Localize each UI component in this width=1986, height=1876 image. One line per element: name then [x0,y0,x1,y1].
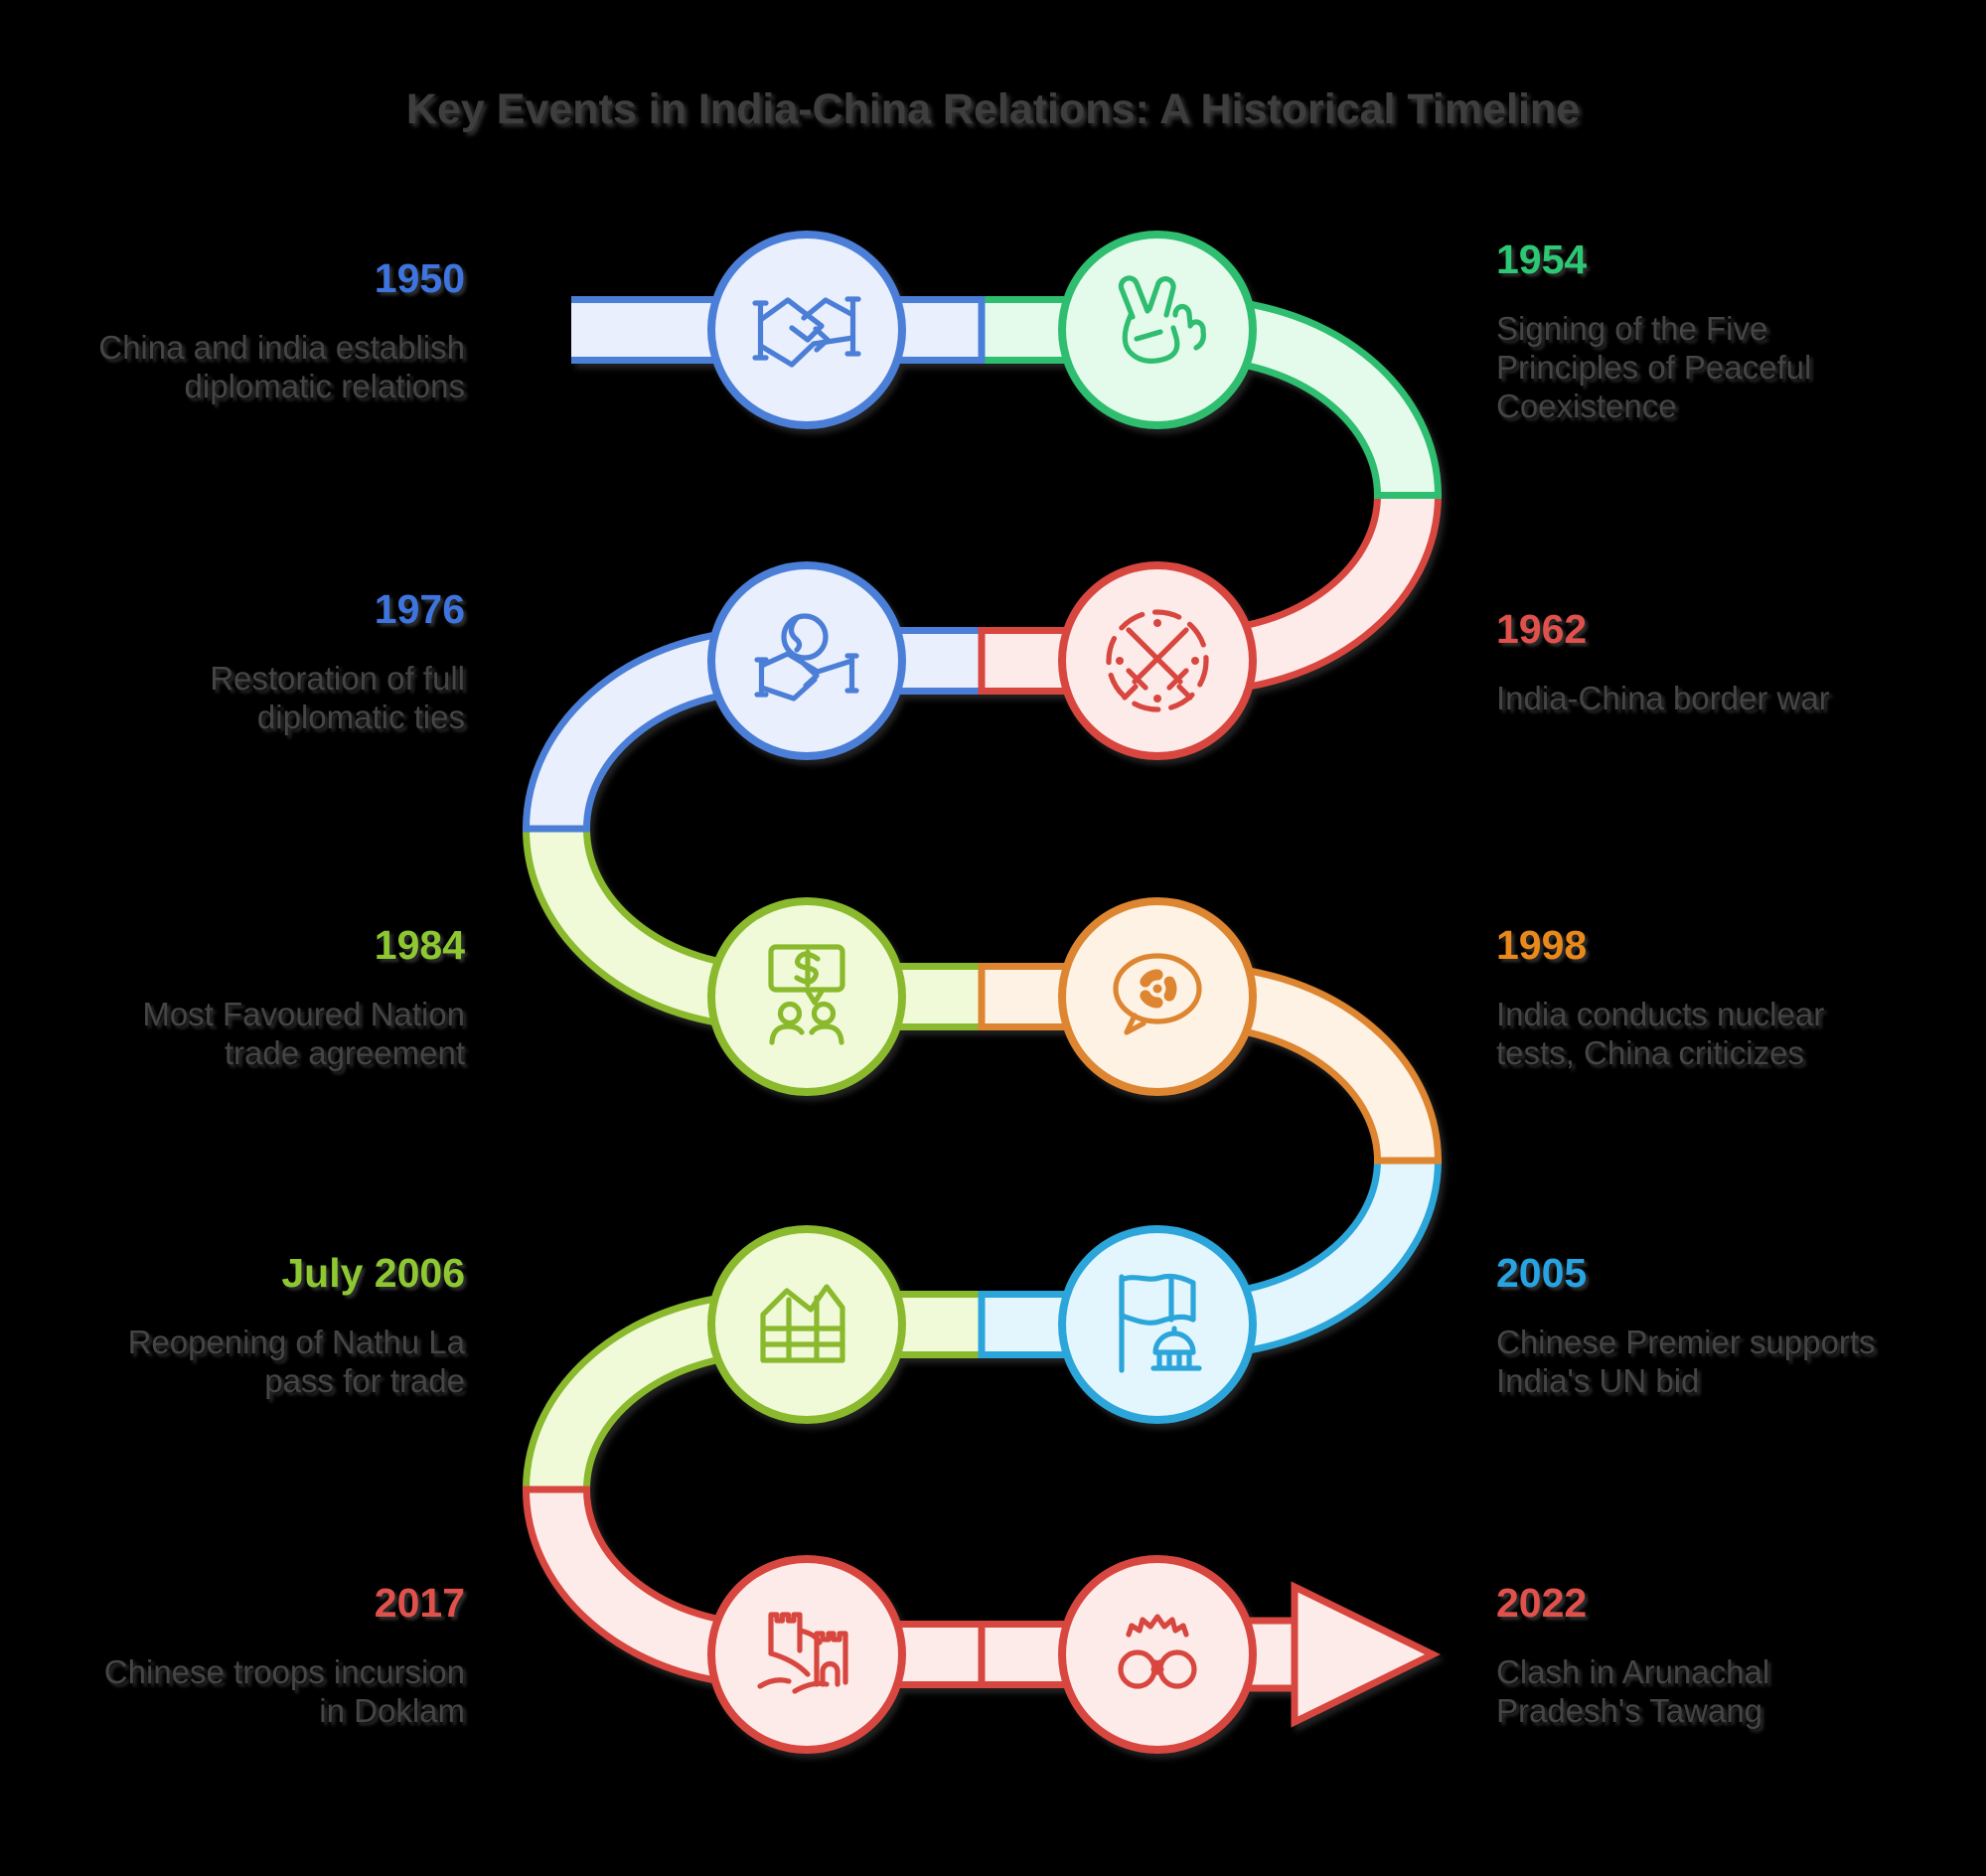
page-title: Key Events in India-China Relations: A H… [405,85,1581,133]
event-description: Signing of the Five Principles of Peacef… [1496,309,1811,425]
event-year: 1954 [1496,235,1588,282]
event-year: 2017 [374,1580,465,1626]
desc-line: China and india establish [98,329,465,366]
event-year: 1998 [1496,922,1588,968]
event-year: 2005 [1496,1250,1588,1296]
desc-line: India conducts nuclear [1496,996,1825,1032]
desc-line: Coexistence [1496,387,1677,424]
event-description: Most Favoured Nation trade agreement [142,995,465,1072]
desc-line: Reopening of Nathu La [127,1324,465,1360]
desc-line: Clash in Arunachal [1496,1653,1770,1690]
desc-line: Chinese troops incursion [103,1653,465,1690]
event-nodes [707,231,1257,1754]
globe-handshake-icon [754,613,859,702]
event-2006: July 2006 Reopening of Nathu La pass for… [38,1213,465,1437]
event-description: Clash in Arunachal Pradesh's Tawang [1496,1652,1769,1730]
timeline-path [523,296,1442,1728]
event-1998: 1998 India conducts nuclear tests, China… [1496,885,1948,1109]
node-1954 [1058,231,1257,429]
node-2017 [707,1555,906,1754]
node-2006 [707,1225,906,1424]
node-1976 [707,561,906,760]
event-year: 1976 [374,586,465,632]
victory-hand-icon [1118,275,1206,364]
event-2022: 2022 Clash in Arunachal Pradesh's Tawang [1496,1543,1948,1767]
event-description: China and india establish diplomatic rel… [98,328,465,405]
desc-line: in Doklam [319,1692,465,1729]
event-2017: 2017 Chinese troops incursion in Doklam [38,1543,465,1767]
event-year: July 2006 [281,1250,465,1296]
event-description: Chinese Premier supports India's UN bid [1496,1323,1876,1400]
event-1984: 1984 Most Favoured Nation trade agreemen… [38,885,465,1109]
node-1962 [1058,561,1257,760]
event-1962: 1962 India-China border war [1496,549,1948,773]
node-2005 [1058,1225,1257,1424]
trade-chart-icon [760,1284,845,1363]
money-talk-icon [768,944,845,1045]
desc-line: pass for trade [264,1362,465,1399]
desc-line: India's UN bid [1496,1362,1700,1399]
desc-line: trade agreement [224,1034,465,1071]
desc-line: diplomatic relations [184,368,465,404]
event-description: India conducts nuclear tests, China crit… [1496,995,1824,1072]
handshake-icon [752,296,861,368]
great-wall-icon [757,1612,848,1694]
event-year: 1984 [374,922,465,968]
event-description: Reopening of Nathu La pass for trade [128,1323,465,1400]
node-2022 [1058,1555,1257,1754]
crossed-swords-icon [1106,609,1209,712]
node-1950 [707,231,906,429]
nuclear-speech-icon [1113,953,1202,1035]
desc-line: Chinese Premier supports [1496,1324,1876,1360]
event-year: 2022 [1496,1580,1588,1626]
flag-building-icon [1119,1273,1202,1373]
event-description: Chinese troops incursion in Doklam [104,1652,465,1730]
desc-line: Most Favoured Nation [142,996,465,1032]
event-year: 1962 [1496,605,1588,652]
node-1984 [707,897,906,1096]
event-description: Restoration of full diplomatic ties [210,659,465,736]
event-1954: 1954 Signing of the Five Principles of P… [1496,219,1948,442]
conflict-faces-icon [1118,1614,1197,1689]
desc-line: Principles of Peaceful [1496,348,1812,386]
desc-line: Signing of the Five [1496,309,1768,347]
desc-line: diplomatic ties [256,699,465,735]
event-year: 1950 [374,255,465,301]
event-1950: 1950 China and india establish diplomati… [38,219,465,442]
event-2005: 2005 Chinese Premier supports India's UN… [1496,1213,1948,1437]
desc-line: tests, China criticizes [1496,1034,1804,1071]
desc-line: Pradesh's Tawang [1496,1692,1763,1729]
event-description: India-China border war [1496,679,1830,717]
event-1976: 1976 Restoration of full diplomatic ties [38,549,465,773]
desc-line: India-China border war [1496,679,1830,716]
node-1998 [1058,897,1257,1096]
desc-line: Restoration of full [210,660,465,697]
segment-dividers [523,296,1442,1688]
